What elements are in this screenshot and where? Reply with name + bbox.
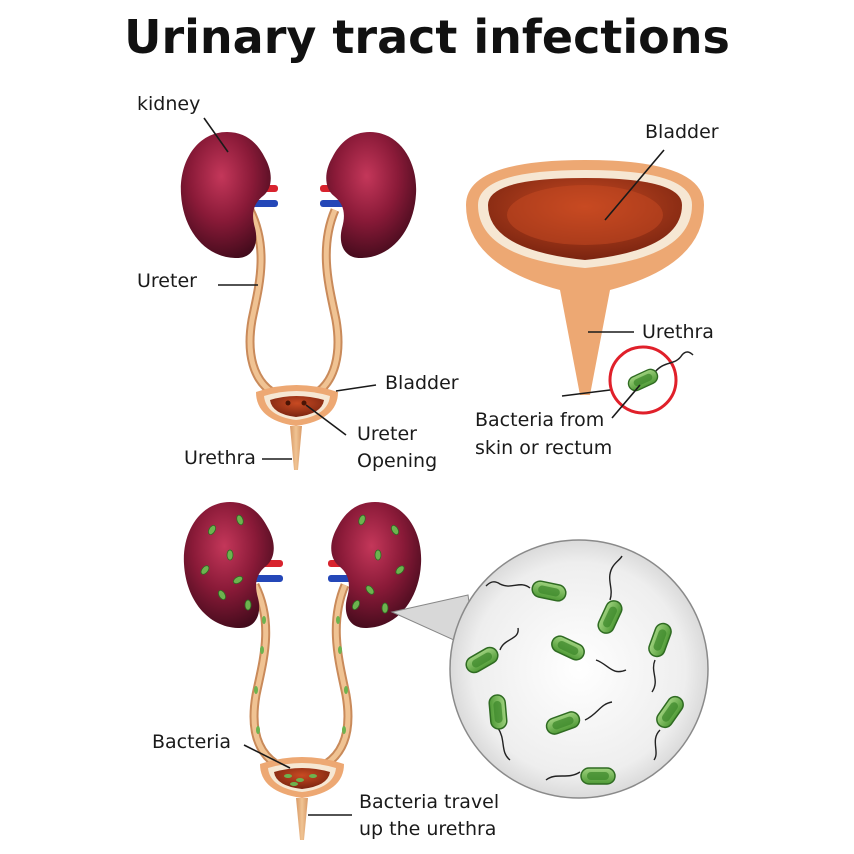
- magnifier-circle: [390, 539, 709, 799]
- label-urethra-small: Urethra: [184, 447, 256, 469]
- label-travel-2: up the urethra: [359, 818, 496, 840]
- bacterium-icon: [487, 693, 509, 731]
- label-ureter: Ureter: [137, 270, 197, 292]
- urinary-system-normal: kidney Ureter Bladder Ureter Opening Ure…: [137, 93, 459, 472]
- page-title: Urinary tract infections: [124, 10, 730, 64]
- label-bacteria-from-1: Bacteria from: [475, 409, 604, 431]
- label-bacteria: Bacteria: [152, 731, 231, 753]
- label-bacteria-from-2: skin or rectum: [475, 437, 612, 459]
- label-urethra-large: Urethra: [642, 321, 714, 343]
- urinary-system-infected: Bacteria Bacteria travel up the urethra: [152, 502, 499, 840]
- bladder-closeup: Bladder Urethra Bacteria from skin or re…: [466, 121, 719, 459]
- label-ureter-opening-2: Opening: [357, 450, 437, 472]
- label-bladder-large: Bladder: [645, 121, 719, 143]
- label-bladder-small: Bladder: [385, 372, 459, 394]
- label-kidney: kidney: [137, 93, 200, 115]
- label-travel-1: Bacteria travel: [359, 791, 499, 813]
- label-ureter-opening-1: Ureter: [357, 423, 417, 445]
- bacterium-icon: [580, 767, 616, 785]
- kidney-icon: [326, 132, 417, 259]
